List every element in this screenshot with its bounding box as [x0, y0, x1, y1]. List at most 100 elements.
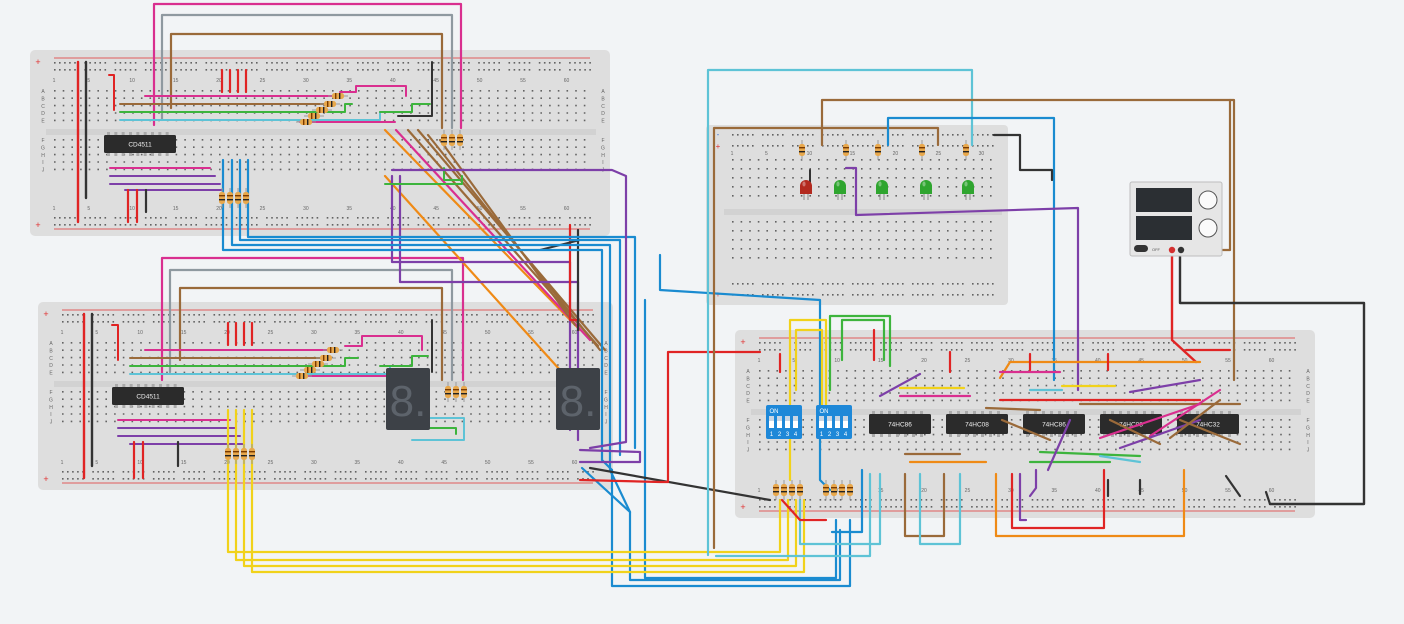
- resistor-band: [831, 491, 837, 493]
- resistor: [233, 444, 239, 464]
- resistor-body: [249, 448, 255, 460]
- resistor-band: [453, 389, 459, 391]
- column-number: 35: [347, 78, 353, 84]
- column-number: 35: [355, 330, 361, 336]
- column-number: 15: [181, 460, 187, 466]
- chip-pin: [144, 405, 148, 408]
- chip-pin: [872, 434, 875, 437]
- wire-yellow: [226, 408, 782, 554]
- resistor: [249, 444, 255, 464]
- resistor-band: [303, 119, 305, 125]
- resistor: [323, 347, 343, 353]
- chip-pin: [121, 153, 125, 156]
- chip-pin: [1127, 434, 1130, 437]
- chip-pin: [1188, 411, 1191, 414]
- chip-pin: [1204, 411, 1207, 414]
- row-letter: I: [602, 160, 603, 166]
- resistor-band: [243, 195, 249, 197]
- chip-5: 74HC86: [1023, 411, 1085, 437]
- resistor: [235, 188, 241, 208]
- chip-pin: [129, 132, 132, 135]
- led-body: [834, 180, 846, 194]
- chip-pin: [143, 132, 147, 135]
- wire-blue: [246, 158, 637, 450]
- resistor: [227, 188, 233, 208]
- chip-pin: [1034, 434, 1037, 437]
- wire-cyan: [706, 68, 974, 557]
- wire-yellow: [250, 408, 806, 574]
- resistor-body: [789, 484, 795, 496]
- chip-pin: [912, 411, 915, 414]
- resistor-band: [457, 137, 463, 139]
- resistor: [328, 93, 348, 99]
- column-number: 25: [936, 151, 942, 157]
- chip-pin: [920, 434, 923, 437]
- column-number: 35: [1052, 488, 1058, 494]
- resistor-band: [311, 367, 313, 373]
- dip-switch-knob: [777, 416, 782, 421]
- column-number: 30: [303, 78, 309, 84]
- row-letter: C: [601, 104, 605, 110]
- chip-pin: [151, 132, 154, 135]
- resistor-body: [461, 386, 467, 398]
- chip-1: CD4511: [104, 132, 176, 156]
- chip-pin: [1034, 411, 1037, 414]
- row-letter: H: [49, 405, 53, 411]
- row-letter: E: [601, 119, 605, 125]
- chip-pin: [1151, 411, 1154, 414]
- power-supply: OFF: [1129, 181, 1223, 257]
- chip-4: 74HC08: [946, 411, 1008, 437]
- chip-label: 74HC08: [965, 422, 989, 429]
- row-letter: B: [601, 96, 605, 102]
- wire-purple: [1046, 418, 1072, 472]
- resistor-body: [847, 484, 853, 496]
- chip-pin: [1204, 434, 1207, 437]
- row-letter: H: [1306, 433, 1310, 439]
- chip-pin: [888, 411, 891, 414]
- resistor-band: [847, 491, 853, 493]
- resistor-band: [330, 347, 332, 353]
- chip-pin: [872, 411, 875, 414]
- resistor: [241, 444, 247, 464]
- row-letter: A: [604, 341, 608, 347]
- wire-brown: [1108, 418, 1162, 446]
- resistor: [292, 373, 312, 379]
- wire-cyan: [918, 472, 962, 546]
- resistor-band: [299, 373, 301, 379]
- column-number: 1: [758, 488, 761, 494]
- column-number: 10: [129, 206, 135, 212]
- row-letter: A: [49, 341, 53, 347]
- chip-3: 74HC86: [869, 411, 931, 437]
- resistor: [312, 107, 332, 113]
- resistor: [441, 130, 447, 150]
- resistor: [781, 480, 787, 500]
- rail-plus-sign: +: [716, 142, 721, 151]
- resistor-band: [843, 147, 849, 149]
- resistor-band: [233, 451, 239, 453]
- resistor-band: [319, 107, 321, 113]
- resistor: [799, 140, 805, 160]
- row-letter: E: [604, 371, 608, 377]
- hole-row: [62, 371, 594, 374]
- resistor-band: [241, 455, 247, 457]
- wire-purple: [844, 166, 1080, 392]
- resistor: [831, 480, 837, 500]
- resistor-band: [307, 367, 309, 373]
- row-letter: J: [747, 448, 750, 454]
- chip-pin: [114, 132, 118, 135]
- hole-row: [732, 195, 992, 197]
- row-letter: C: [1306, 384, 1310, 390]
- row-letter: H: [41, 153, 45, 159]
- resistor-band: [319, 361, 321, 367]
- wire-blue: [580, 466, 842, 582]
- resistor-band: [323, 107, 325, 113]
- chip-pin: [1135, 434, 1138, 437]
- resistor-band: [225, 451, 231, 453]
- column-number: 1: [758, 358, 761, 364]
- column-number: 30: [979, 151, 985, 157]
- chip-label: 74HC08: [1119, 422, 1143, 429]
- resistor: [219, 188, 225, 208]
- row-letter: J: [605, 420, 608, 426]
- chip-pin: [1127, 411, 1130, 414]
- hole-row: [54, 90, 586, 92]
